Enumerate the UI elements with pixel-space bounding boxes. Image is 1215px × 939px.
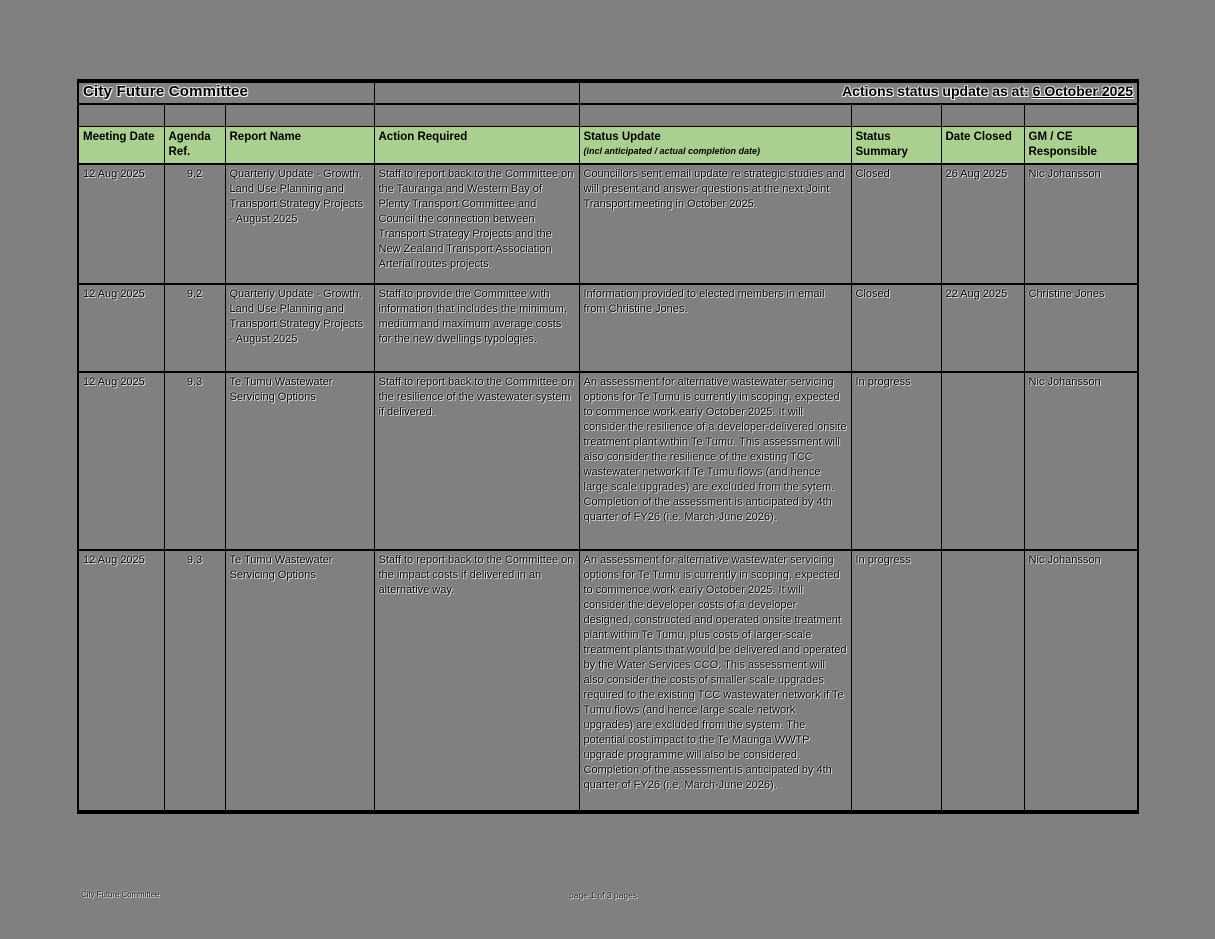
cell-status-update: Information provided to elected members … [578, 283, 852, 373]
cell-agenda-ref: 9.3 [163, 549, 226, 813]
cell-report-name: Quarterly Update - Growth, Land Use Plan… [224, 163, 375, 285]
cell-gm-ce: Christine Jones [1023, 283, 1139, 373]
spacer-cell [1023, 103, 1139, 127]
cell-agenda-ref: 9.3 [163, 371, 226, 551]
column-header-status-update: Status Update (incl anticipated / actual… [578, 125, 852, 165]
column-header-status-summary: Status Summary [850, 125, 942, 165]
cell-status-update: An assessment for alternative wastewater… [578, 371, 852, 551]
status-update-as-at: Actions status update as at: 6 October 2… [578, 80, 1139, 105]
table-row: 12 Aug 2025 9.3 Te Tumu Wastewater Servi… [77, 549, 1139, 813]
actions-table: City Future Committee Actions status upd… [77, 79, 1140, 814]
cell-action-required: Staff to provide the Committee with info… [373, 283, 580, 373]
title-row: City Future Committee Actions status upd… [77, 80, 1139, 105]
status-asat-date: 6 October 2025 [1032, 83, 1134, 99]
column-header-meeting-date: Meeting Date [77, 125, 165, 165]
table-row: 12 Aug 2025 9.2 Quarterly Update - Growt… [77, 283, 1139, 373]
column-header-status-update-label: Status Update [583, 130, 661, 143]
column-header-report-name: Report Name [224, 125, 375, 165]
cell-action-required: Staff to report back to the Committee on… [373, 371, 580, 551]
column-header-agenda-ref: Agenda Ref. [163, 125, 226, 165]
spacer-cell [940, 103, 1025, 127]
cell-date-closed: 26 Aug 2025 [940, 163, 1025, 285]
status-asat-label: Actions status update as at: [842, 83, 1033, 99]
cell-agenda-ref: 9.2 [163, 283, 226, 373]
footer-committee-name: City Future Committee [81, 890, 160, 899]
report-page: City Future Committee Actions status upd… [77, 79, 1140, 814]
cell-gm-ce: Nic Johansson [1023, 549, 1139, 813]
cell-meeting-date: 12 Aug 2025 [77, 163, 165, 285]
spacer-row [77, 103, 1139, 127]
cell-action-required: Staff to report back to the Committee on… [373, 163, 580, 285]
spacer-cell [578, 103, 852, 127]
cell-meeting-date: 12 Aug 2025 [77, 283, 165, 373]
cell-date-closed [940, 371, 1025, 551]
cell-report-name: Te Tumu Wastewater Servicing Options [224, 549, 375, 813]
cell-action-required: Staff to report back to the Committee on… [373, 549, 580, 813]
table-row: 12 Aug 2025 9.2 Quarterly Update - Growt… [77, 163, 1139, 285]
cell-meeting-date: 12 Aug 2025 [77, 371, 165, 551]
column-header-status-update-subnote: (incl anticipated / actual completion da… [583, 145, 761, 156]
spacer-cell [224, 103, 375, 127]
cell-gm-ce: Nic Johansson [1023, 163, 1139, 285]
footer-page-number: page 1 of 3 pages [569, 890, 638, 900]
cell-status-summary: In progress [850, 549, 942, 813]
cell-report-name: Quarterly Update - Growth, Land Use Plan… [224, 283, 375, 373]
cell-status-update: An assessment for alternative wastewater… [578, 549, 852, 813]
spacer-cell [77, 103, 165, 127]
spacer-cell [163, 103, 226, 127]
cell-meeting-date: 12 Aug 2025 [77, 549, 165, 813]
cell-date-closed [940, 549, 1025, 813]
cell-agenda-ref: 9.2 [163, 163, 226, 285]
cell-status-summary: Closed [850, 163, 942, 285]
spacer-cell [850, 103, 942, 127]
cell-status-summary: Closed [850, 283, 942, 373]
title-spacer-cell [373, 80, 580, 105]
page-title: City Future Committee [77, 80, 375, 105]
spacer-cell [373, 103, 580, 127]
cell-report-name: Te Tumu Wastewater Servicing Options [224, 371, 375, 551]
cell-date-closed: 22 Aug 2025 [940, 283, 1025, 373]
table-row: 12 Aug 2025 9.3 Te Tumu Wastewater Servi… [77, 371, 1139, 551]
cell-gm-ce: Nic Johansson [1023, 371, 1139, 551]
cell-status-update: Councillors sent email update re strateg… [578, 163, 852, 285]
column-header-action-required: Action Required [373, 125, 580, 165]
column-header-row: Meeting Date Agenda Ref. Report Name Act… [77, 125, 1139, 165]
column-header-date-closed: Date Closed [940, 125, 1025, 165]
column-header-gm-ce: GM / CE Responsible [1023, 125, 1139, 165]
cell-status-summary: In progress [850, 371, 942, 551]
